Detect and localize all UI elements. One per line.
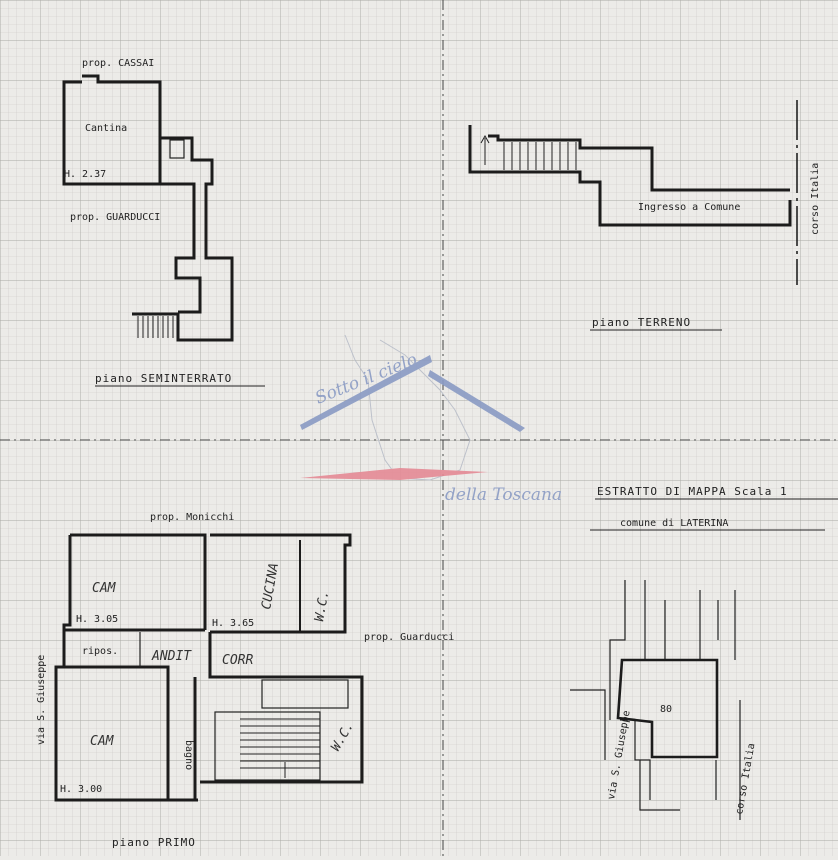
neighbor-label-guarducci: prop. GUARDUCCI bbox=[70, 212, 160, 223]
room-label-ingresso: Ingresso a Comune bbox=[638, 202, 740, 213]
mappa-subtitle: comune di LATERINA bbox=[620, 518, 728, 529]
height-label-cantina: H. 2.37 bbox=[64, 169, 106, 180]
cantina-walls bbox=[62, 74, 162, 186]
height-label-cucina: H. 3.65 bbox=[212, 618, 254, 629]
wall-stair-block bbox=[200, 675, 364, 784]
room-label-andit: ANDIT bbox=[151, 649, 192, 664]
stair-primo bbox=[240, 711, 320, 769]
room-label-ripos: ripos. bbox=[82, 646, 118, 657]
stair-terreno bbox=[503, 142, 577, 170]
plan-primo: prop. Monicchi prop. Guarducci via S. Gi… bbox=[36, 512, 454, 849]
room-label-cam-bottom: CAM bbox=[90, 734, 115, 749]
parcel-80-outline bbox=[616, 658, 719, 759]
street-label-corso-italia: corso Italia bbox=[810, 163, 821, 235]
stair-seminterrato bbox=[137, 316, 174, 338]
stair-enclosure bbox=[132, 312, 212, 342]
room-label-cam-top: CAM bbox=[92, 581, 117, 596]
watermark-roof-blue bbox=[300, 355, 432, 430]
room-label-bagno: bagno bbox=[183, 740, 194, 770]
plan-terreno: Ingresso a Comune corso Italia piano TER… bbox=[468, 100, 821, 331]
primo-wall-cucina bbox=[210, 533, 352, 634]
street-label-via-giuseppe: via S. Giuseppe bbox=[36, 655, 47, 745]
terreno-walls-inner bbox=[488, 134, 790, 192]
wall-corr bbox=[208, 632, 345, 679]
landing-box bbox=[261, 679, 349, 709]
wall-cam-bottom bbox=[64, 665, 170, 800]
corridor-right-walls bbox=[160, 136, 234, 342]
corridor-left-walls bbox=[160, 182, 202, 314]
plan-title-primo: piano PRIMO bbox=[112, 836, 196, 849]
cadastral-context bbox=[570, 580, 741, 820]
primo-wall-cam-top bbox=[70, 533, 207, 630]
neighbor-label-guarducci: prop. Guarducci bbox=[364, 632, 454, 643]
plan-title-seminterrato: piano SEMINTERRATO bbox=[95, 372, 232, 385]
height-label-cam-top: H. 3.05 bbox=[76, 614, 118, 625]
watermark-text-bottom: della Toscana bbox=[445, 485, 562, 505]
terreno-walls-outer bbox=[468, 125, 792, 227]
mappa-title: ESTRATTO DI MAPPA Scala 1 bbox=[597, 485, 788, 498]
room-label-corr: CORR bbox=[222, 653, 253, 668]
watermark-stripe-red bbox=[300, 468, 488, 480]
parcel-number: 80 bbox=[660, 704, 672, 715]
neighbor-label-monicchi: prop. Monicchi bbox=[150, 512, 234, 523]
plan-title-terreno: piano TERRENO bbox=[592, 316, 691, 329]
room-label-wc: W.C. bbox=[312, 589, 332, 622]
room-label-cantina: Cantina bbox=[85, 123, 127, 134]
door-symbol bbox=[169, 139, 185, 159]
plan-seminterrato: prop. CASSAI Cantina H. 2.37 prop. GUARD… bbox=[62, 58, 265, 387]
height-label-cam-bottom: H. 3.00 bbox=[60, 784, 102, 795]
neighbor-label-cassai: prop. CASSAI bbox=[82, 58, 154, 69]
